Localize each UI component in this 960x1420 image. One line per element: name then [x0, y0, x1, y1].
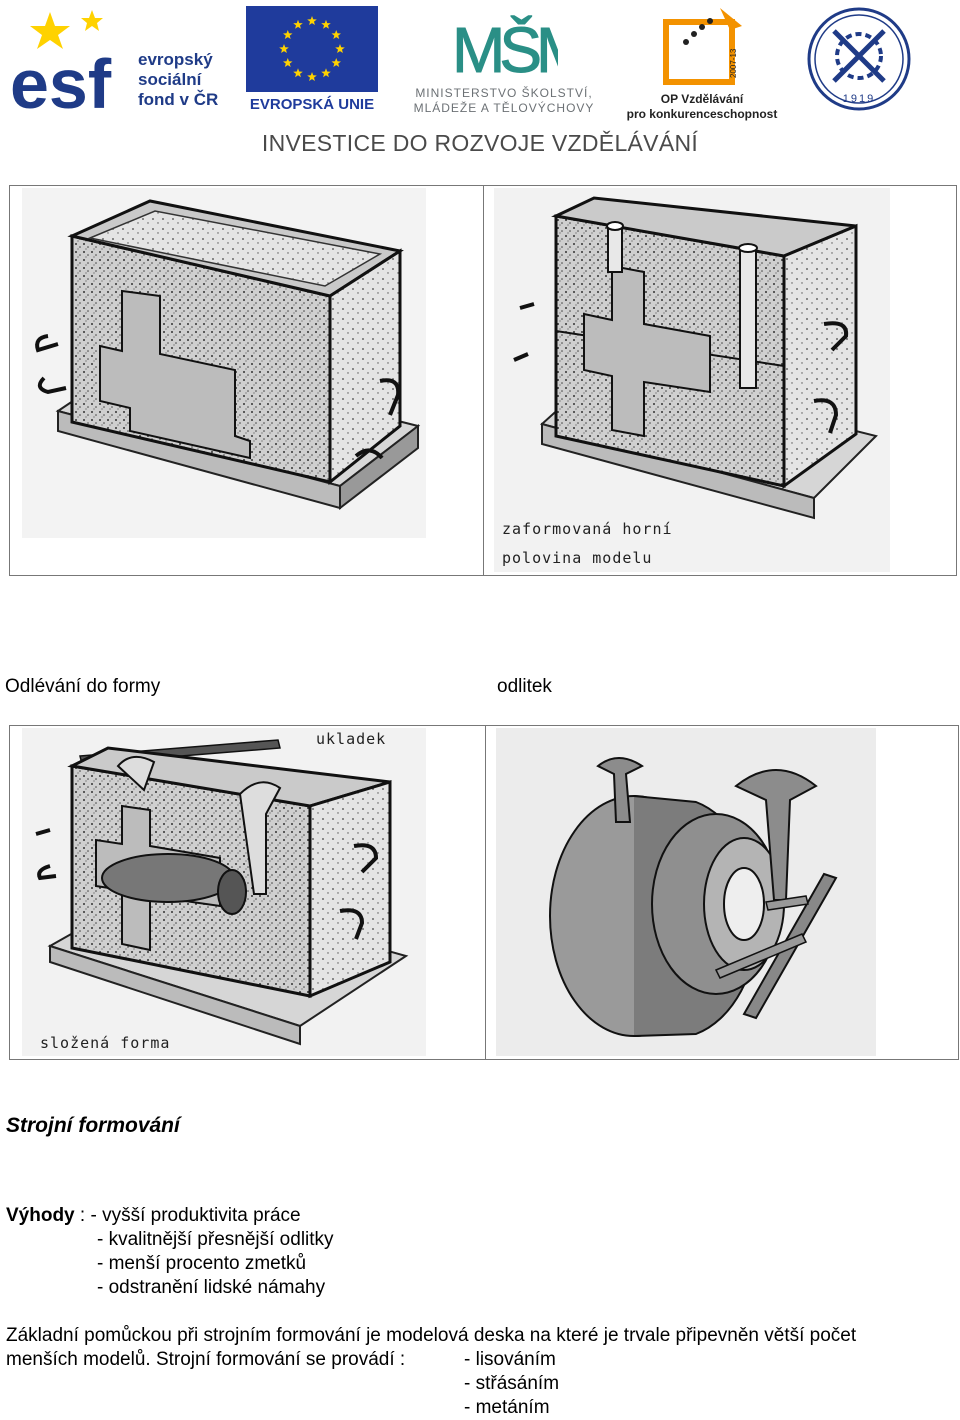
seal-year: 1919 [843, 93, 875, 105]
eu-star-icon [331, 30, 341, 39]
op-line: OP Vzdělávání [660, 92, 744, 106]
figure-mold-open [9, 185, 485, 576]
figure-label: ukladek [316, 730, 386, 748]
esf-caption: evropský sociální fond v ČR [138, 50, 248, 110]
methods-list: - lisováním - střásáním - metáním [464, 1348, 559, 1420]
eu-star-icon [307, 72, 317, 81]
advantage-text: : - vyšší produktivita práce [79, 1205, 301, 1226]
eu-label: EVROPSKÁ UNIE [249, 96, 375, 113]
eu-star-icon [335, 44, 345, 53]
msmt-logo: MŠMT [452, 14, 559, 85]
eu-star-icon [321, 68, 331, 78]
investice-heading: INVESTICE DO ROZVOJE VZDĚLÁVÁNÍ [261, 130, 699, 156]
caption-right: odlitek [497, 676, 552, 697]
eu-star-icon [331, 58, 341, 67]
eu-star-icon [279, 44, 289, 53]
advantage-item: - odstranění lidské námahy [97, 1277, 326, 1298]
esf-line: fond v ČR [138, 90, 219, 109]
eu-star-icon [321, 19, 331, 29]
figure-casting [485, 725, 959, 1060]
msmt-line: MLÁDEŽE A TĚLOVÝCHOVY [413, 101, 595, 115]
eu-star-icon [283, 30, 293, 39]
paragraph-line: Základní pomůckou při strojním formování… [6, 1325, 857, 1346]
star-icon [30, 12, 70, 49]
eu-star-icon [293, 68, 303, 78]
figure-mold-assembled: ukladek složená forma [9, 725, 487, 1060]
school-seal-icon: 1919 [807, 7, 911, 111]
op-caption: OP Vzdělávání pro konkurenceschopnost [626, 92, 778, 122]
eu-star-icon [293, 19, 303, 29]
caption-left: Odlévání do formy [5, 676, 161, 697]
method-item: - lisováním [464, 1349, 556, 1370]
esf-logo: esf [8, 6, 134, 114]
method-item: - metáním [464, 1397, 550, 1418]
advantage-item: - kvalitnější přesnější odlitky [97, 1229, 334, 1250]
star-icon [81, 10, 103, 31]
figure-label: složená forma [40, 1034, 170, 1052]
description-paragraph: Základní pomůckou při strojním formování… [6, 1324, 956, 1372]
method-item: - střásáním [464, 1373, 560, 1394]
figure-label: zaformovaná horní [502, 520, 673, 538]
figure-label: polovina modelu [502, 549, 652, 567]
esf-line: sociální [138, 70, 202, 89]
advantages-list: Výhody : - vyšší produktivita práce - kv… [6, 1204, 334, 1300]
advantage-item: - menší procento zmetků [97, 1253, 307, 1274]
msmt-caption: MINISTERSTVO ŠKOLSTVÍ, MLÁDEŽE A TĚLOVÝC… [388, 86, 620, 116]
esf-line: evropský [138, 50, 213, 69]
op-logo: 2007-13 [663, 8, 742, 85]
esf-letters: esf [10, 45, 112, 114]
msmt-letters: MŠMT [452, 14, 558, 84]
figure-mold-top-half: zaformovaná horní polovina modelu [483, 185, 957, 576]
msmt-line: MINISTERSTVO ŠKOLSTVÍ, [415, 86, 593, 100]
advantages-label: Výhody [6, 1205, 75, 1226]
advantage-item: Výhody : - vyšší produktivita práce [6, 1204, 334, 1228]
eu-flag-icon [246, 6, 378, 92]
paragraph-line: menších modelů. Strojní formování se pro… [6, 1349, 406, 1370]
section-title: Strojní formování [6, 1114, 180, 1137]
eu-star-icon [283, 58, 293, 67]
eu-star-icon [307, 16, 317, 25]
op-line: pro konkurenceschopnost [626, 107, 778, 121]
op-years: 2007-13 [729, 48, 738, 78]
